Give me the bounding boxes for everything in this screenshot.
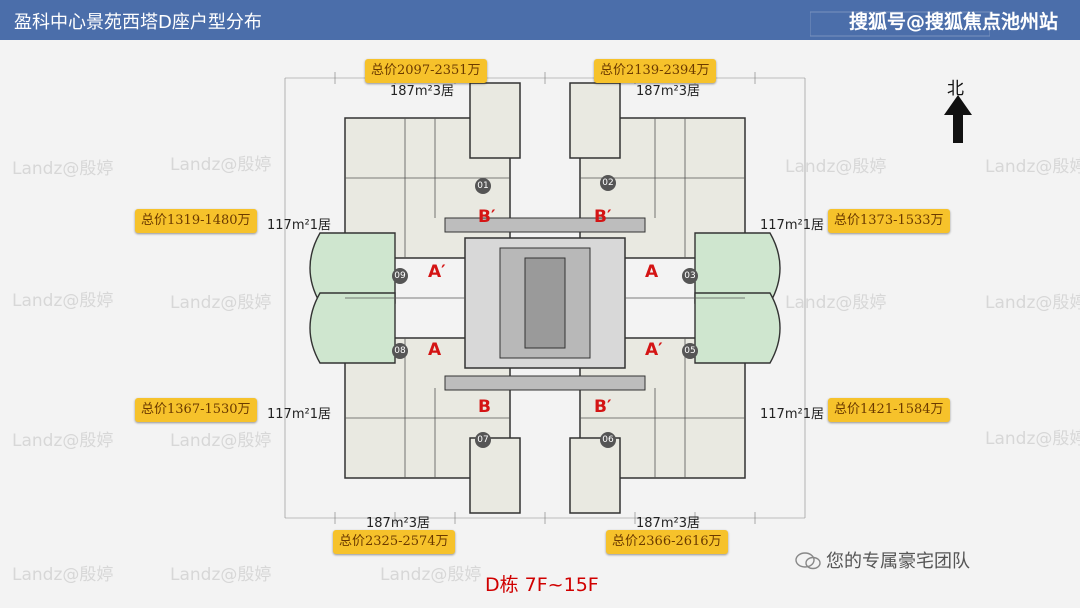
area-label-top-left: 187m²3居 xyxy=(390,84,454,99)
floor-plan xyxy=(284,72,806,524)
unit-type-a-prime: A′ xyxy=(428,262,446,282)
floorplan-canvas: Landz@殷婷 Landz@殷婷 Landz@殷婷 Landz@殷婷 Land… xyxy=(0,40,1080,608)
unit-number-06: 06 xyxy=(600,432,616,448)
price-tag-top-right: 总价2139-2394万 xyxy=(594,59,716,83)
watermark: Landz@殷婷 xyxy=(170,155,272,175)
watermark: Landz@殷婷 xyxy=(12,565,114,585)
watermark: Landz@殷婷 xyxy=(170,431,272,451)
price-tag-bottom-left: 总价2325-2574万 xyxy=(333,530,455,554)
unit-number-09: 09 xyxy=(392,268,408,284)
wechat-icon xyxy=(795,552,821,570)
watermark: Landz@殷婷 xyxy=(785,293,887,313)
unit-type-b: B xyxy=(478,397,491,417)
watermark: Landz@殷婷 xyxy=(12,431,114,451)
unit-type-b-prime: B′ xyxy=(594,207,612,227)
area-label-mid-bottom-right: 117m²1居 xyxy=(760,407,824,422)
area-label-mid-bottom-left: 117m²1居 xyxy=(267,407,331,422)
area-label-bottom-right: 187m²3居 xyxy=(636,516,700,531)
unit-number-05: 05 xyxy=(682,343,698,359)
unit-number-02: 02 xyxy=(600,175,616,191)
price-tag-bottom-right: 总价2366-2616万 xyxy=(606,530,728,554)
unit-type-a: A xyxy=(645,262,659,282)
north-arrow-icon xyxy=(944,95,972,143)
watermark: Landz@殷婷 xyxy=(170,565,272,585)
unit-number-01: 01 xyxy=(475,178,491,194)
watermark: Landz@殷婷 xyxy=(12,159,114,179)
area-label-top-right: 187m²3居 xyxy=(636,84,700,99)
watermark: Landz@殷婷 xyxy=(12,291,114,311)
unit-number-08: 08 xyxy=(392,343,408,359)
page-title: 盈科中心景苑西塔D座户型分布 xyxy=(14,12,262,33)
watermark: Landz@殷婷 xyxy=(985,157,1080,177)
floor-caption: D栋 7F~15F xyxy=(485,574,599,596)
unit-type-a-prime: A′ xyxy=(645,340,663,360)
unit-type-b-prime: B′ xyxy=(594,397,612,417)
watermark: Landz@殷婷 xyxy=(170,293,272,313)
price-tag-mid-top-right: 总价1373-1533万 xyxy=(828,209,950,233)
header-bar: 盈科中心景苑西塔D座户型分布 搜狐号@搜狐焦点池州站 xyxy=(0,0,1080,40)
wechat-signature: 您的专属豪宅团队 xyxy=(826,551,970,572)
realtor-logo xyxy=(810,11,990,37)
area-label-mid-top-left: 117m²1居 xyxy=(267,218,331,233)
unit-number-03: 03 xyxy=(682,268,698,284)
source-label: 搜狐号@搜狐焦点池州站 xyxy=(848,11,1058,33)
unit-number-07: 07 xyxy=(475,432,491,448)
price-tag-mid-bottom-right: 总价1421-1584万 xyxy=(828,398,950,422)
watermark: Landz@殷婷 xyxy=(985,429,1080,449)
area-label-mid-top-right: 117m²1居 xyxy=(760,218,824,233)
area-label-bottom-left: 187m²3居 xyxy=(366,516,430,531)
price-tag-mid-top-left: 总价1319-1480万 xyxy=(135,209,257,233)
watermark: Landz@殷婷 xyxy=(785,157,887,177)
compass-label: 北 xyxy=(947,79,964,99)
unit-type-b-prime: B′ xyxy=(478,207,496,227)
watermark: Landz@殷婷 xyxy=(985,293,1080,313)
price-tag-top-left: 总价2097-2351万 xyxy=(365,59,487,83)
watermark: Landz@殷婷 xyxy=(380,565,482,585)
unit-type-a: A xyxy=(428,340,442,360)
price-tag-mid-bottom-left: 总价1367-1530万 xyxy=(135,398,257,422)
